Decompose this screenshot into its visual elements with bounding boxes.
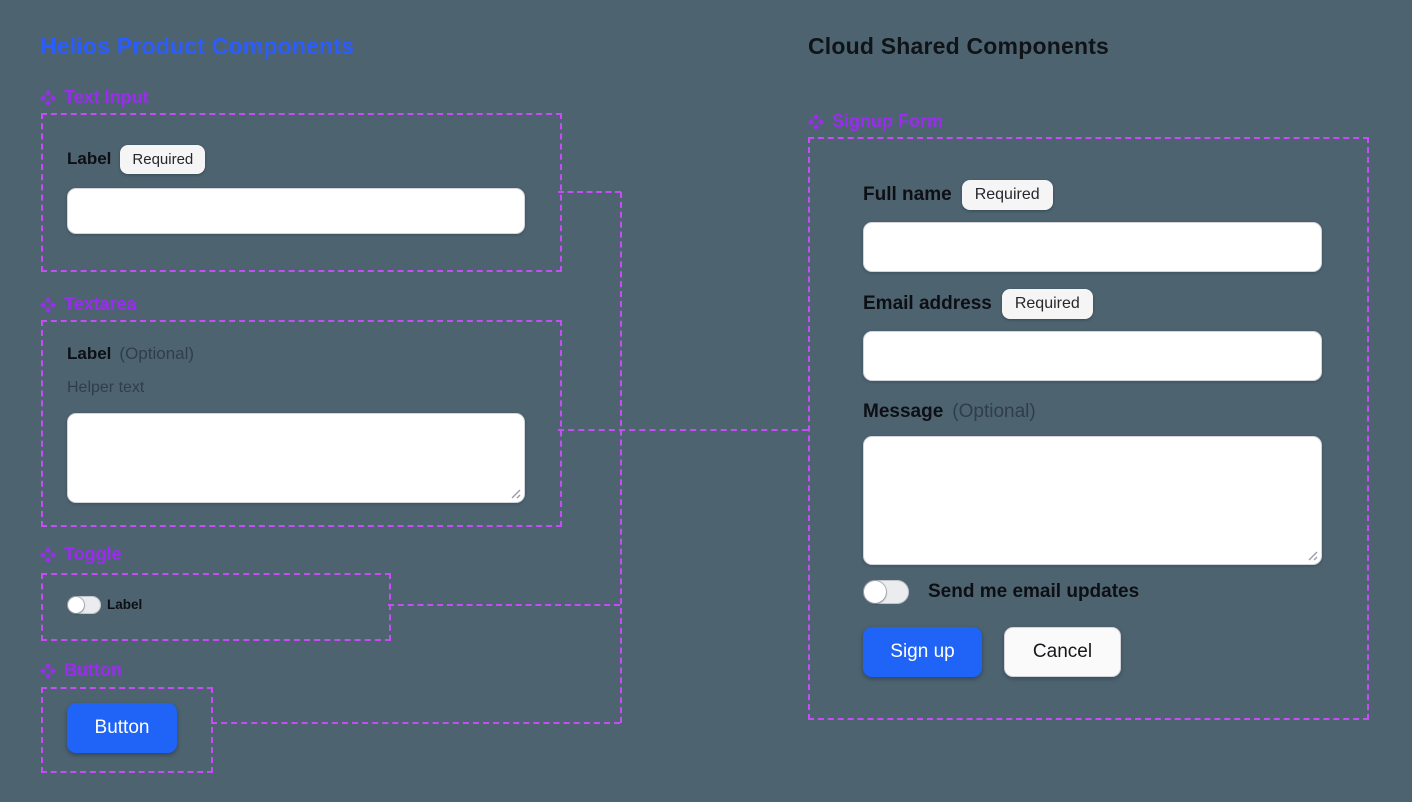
email-updates-toggle[interactable] (863, 580, 909, 604)
full-name-input[interactable] (863, 222, 1322, 272)
primary-button[interactable]: Button (67, 703, 177, 753)
textarea-label-row: Label (Optional) (67, 342, 194, 366)
section-header-text-input: Text Input (40, 87, 149, 108)
email-input[interactable] (863, 331, 1322, 381)
required-badge: Required (961, 180, 1053, 210)
component-frame-text-input: Label Required (41, 113, 562, 272)
field-label: Message (863, 401, 944, 422)
toggle-knob (68, 597, 84, 613)
component-frame-toggle: Label (41, 573, 391, 641)
connector-vertical-trunk (620, 192, 622, 723)
required-badge: Required (1001, 289, 1093, 319)
text-input-field[interactable] (67, 188, 525, 234)
field-label: Full name (863, 184, 952, 205)
optional-hint: (Optional) (119, 344, 195, 363)
section-header-button: Button (40, 660, 122, 681)
toggle-switch[interactable] (67, 596, 101, 614)
section-header-toggle: Toggle (40, 544, 122, 565)
section-header-textarea: Textarea (40, 294, 137, 315)
component-diamond-icon (40, 662, 56, 679)
section-header-label: Text Input (64, 87, 149, 107)
helper-text: Helper text (67, 379, 145, 396)
text-input-label-row: Label Required (67, 144, 206, 174)
email-label-row: Email address Required (863, 289, 1093, 319)
component-frame-textarea: Label (Optional) Helper text (41, 320, 562, 527)
email-updates-label: Send me email updates (928, 581, 1140, 602)
connector-button (211, 722, 620, 724)
right-column-title: Cloud Shared Components (808, 33, 1110, 59)
textarea-field[interactable] (67, 413, 525, 503)
cancel-button[interactable]: Cancel (1004, 627, 1121, 677)
component-frame-signup-form: Full name Required Email address Require… (808, 137, 1369, 720)
required-badge: Required (120, 144, 206, 174)
toggle-knob (864, 581, 886, 603)
section-header-label: Signup Form (832, 111, 943, 131)
connector-toggle (388, 604, 620, 606)
full-name-label-row: Full name Required (863, 180, 1053, 210)
connector-text-input (558, 191, 621, 193)
message-textarea[interactable] (863, 436, 1322, 565)
field-label: Label (67, 149, 112, 168)
toggle-label: Label (107, 597, 143, 612)
component-diamond-icon (40, 89, 56, 106)
resize-handle-icon[interactable] (1306, 549, 1319, 562)
message-label-row: Message (Optional) (863, 400, 1036, 424)
component-diamond-icon (40, 296, 56, 313)
section-header-signup-form: Signup Form (808, 111, 943, 132)
optional-hint: (Optional) (952, 401, 1036, 422)
section-header-label: Toggle (64, 544, 122, 564)
field-label: Label (67, 344, 112, 363)
resize-handle-icon[interactable] (509, 487, 522, 500)
field-label: Email address (863, 293, 992, 314)
section-header-label: Button (64, 660, 122, 680)
connector-textarea-to-form (558, 429, 808, 431)
section-header-label: Textarea (64, 294, 137, 314)
component-diamond-icon (40, 546, 56, 563)
component-diamond-icon (808, 113, 824, 130)
sign-up-button[interactable]: Sign up (863, 627, 982, 677)
left-column-title: Helios Product Components (40, 33, 355, 59)
component-frame-button: Button (41, 687, 213, 773)
